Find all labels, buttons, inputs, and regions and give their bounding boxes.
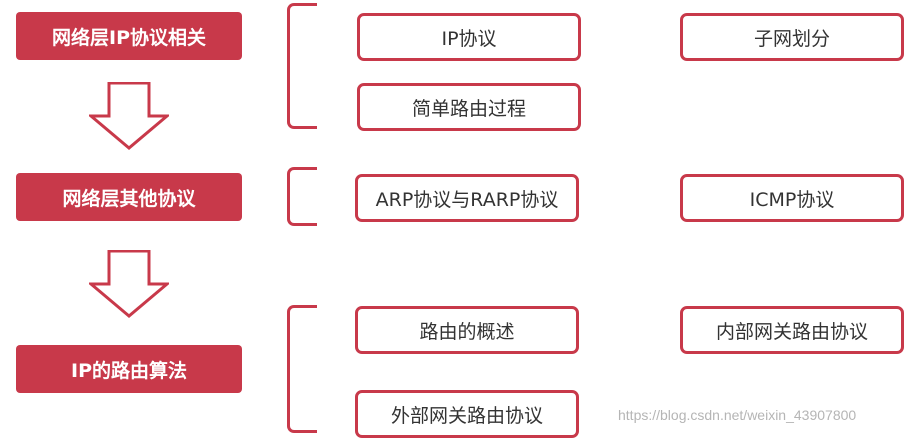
group-bracket — [287, 305, 317, 433]
group-bracket — [287, 3, 317, 129]
category-label: 网络层其他协议 — [62, 187, 196, 210]
item-label: 子网划分 — [753, 27, 830, 50]
category-routing-algorithms: IP的路由算法 — [16, 345, 242, 393]
item-label: 路由的概述 — [419, 320, 515, 343]
category-other-protocols: 网络层其他协议 — [16, 173, 242, 221]
category-label: 网络层IP协议相关 — [52, 26, 206, 49]
item-interior-gateway: 内部网关路由协议 — [680, 306, 904, 354]
group-bracket — [287, 167, 317, 226]
item-subnetting: 子网划分 — [680, 13, 904, 61]
category-label: IP的路由算法 — [71, 359, 187, 382]
item-label: 简单路由过程 — [411, 97, 526, 120]
item-exterior-gateway: 外部网关路由协议 — [355, 390, 579, 438]
down-arrow-icon — [89, 250, 169, 318]
item-simple-routing: 简单路由过程 — [357, 83, 581, 131]
item-routing-overview: 路由的概述 — [355, 306, 579, 354]
item-label: ICMP协议 — [749, 188, 835, 211]
item-arp-rarp: ARP协议与RARP协议 — [355, 174, 579, 222]
down-arrow-icon — [89, 82, 169, 150]
item-ip-protocol: IP协议 — [357, 13, 581, 61]
item-label: 外部网关路由协议 — [390, 404, 543, 427]
watermark-url: https://blog.csdn.net/weixin_43907800 — [618, 407, 857, 423]
item-label: IP协议 — [441, 27, 497, 50]
category-ip-protocol: 网络层IP协议相关 — [16, 12, 242, 60]
item-label: 内部网关路由协议 — [715, 320, 868, 343]
item-label: ARP协议与RARP协议 — [375, 188, 559, 211]
item-icmp: ICMP协议 — [680, 174, 904, 222]
